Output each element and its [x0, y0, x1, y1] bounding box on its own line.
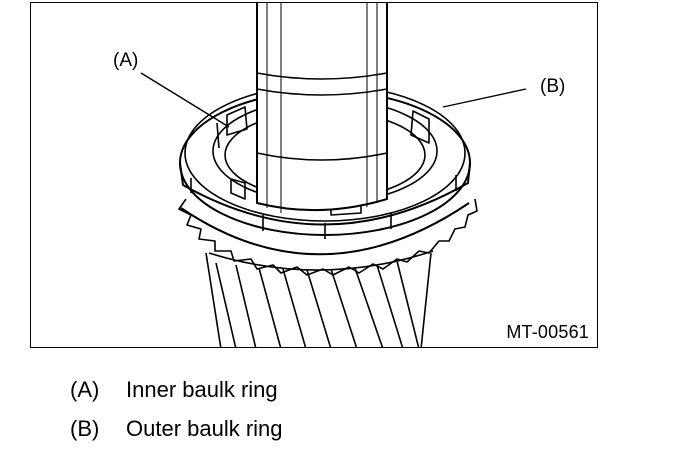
helical-gear	[205, 250, 434, 347]
figure-code: MT-00561	[506, 322, 589, 342]
gear-teeth	[178, 198, 478, 276]
main-shaft	[256, 3, 388, 213]
callout-label-b: (B)	[540, 76, 566, 97]
legend-key: (A)	[70, 377, 100, 402]
legend-label: Inner baulk ring	[126, 377, 278, 402]
legend-item-b: (B) Outer baulk ring	[70, 416, 283, 442]
leader-line-b	[442, 88, 527, 108]
leader-line-a	[140, 72, 230, 128]
callout-label-a: (A)	[113, 50, 139, 71]
legend-label: Outer baulk ring	[126, 416, 283, 441]
figure-frame: (A) (B) MT-00561	[30, 2, 598, 348]
legend-key: (B)	[70, 416, 100, 441]
legend-item-a: (A) Inner baulk ring	[70, 377, 278, 403]
transmission-illustration	[140, 3, 527, 347]
